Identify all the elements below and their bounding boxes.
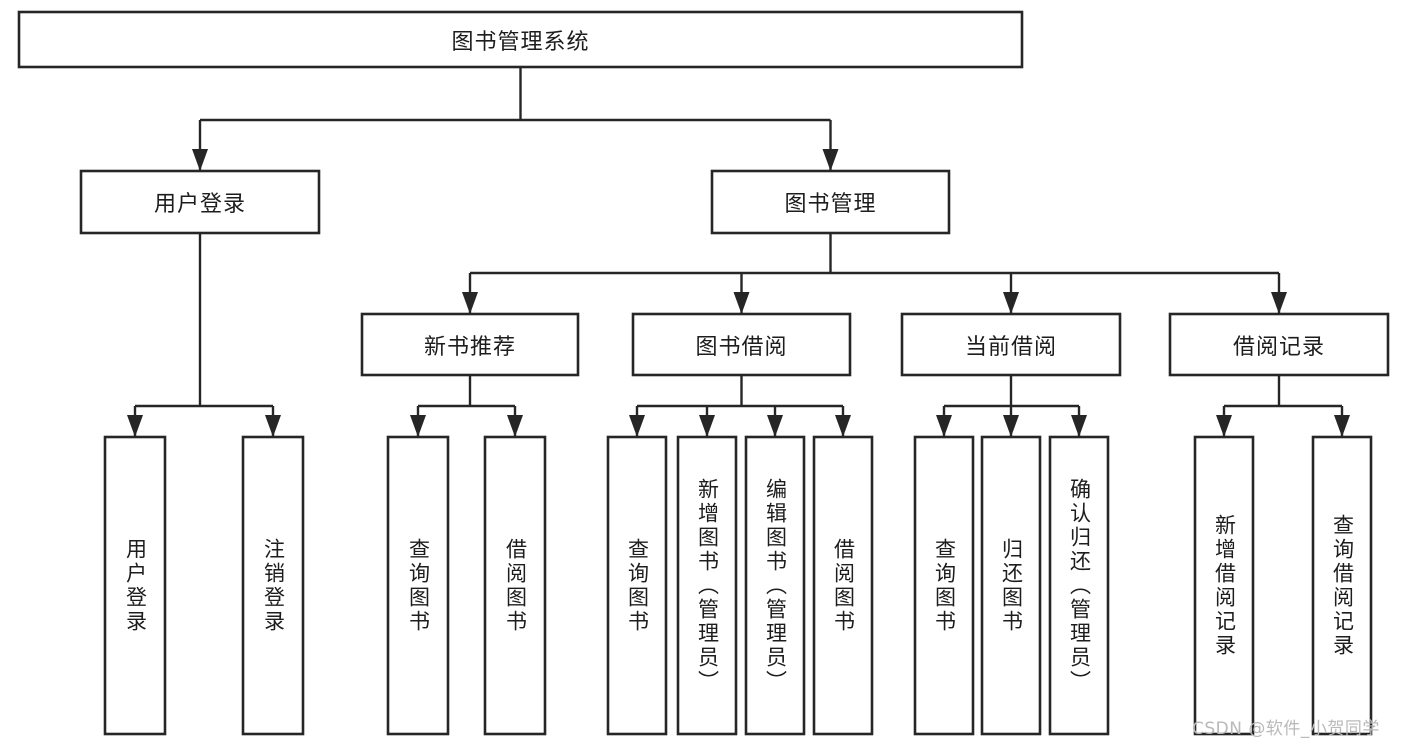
arrow-head-icon-book-borrow-1 <box>699 415 715 437</box>
node-boxes <box>17 10 1390 736</box>
arrow-head-icon-root-0 <box>192 149 208 171</box>
arrow-head-icon-root-1 <box>822 149 839 171</box>
arrow-head-icon-borrow-record-1 <box>1334 415 1350 437</box>
arrow-head-icon-book-manage-1 <box>733 292 750 314</box>
node-box-current-borrow[interactable] <box>900 312 1122 377</box>
arrow-head-icon-new-book-recommend-1 <box>507 415 523 437</box>
arrow-head-icon-book-manage-2 <box>1003 292 1019 314</box>
node-box-leaf-query-book-1[interactable] <box>386 435 450 736</box>
arrow-head-icon-book-manage-0 <box>462 292 478 314</box>
arrow-head-icon-current-borrow-2 <box>1071 415 1087 437</box>
node-box-root[interactable] <box>17 10 1024 69</box>
node-box-leaf-query-record[interactable] <box>1311 435 1373 736</box>
arrow-head-icon-book-borrow-2 <box>767 415 783 437</box>
arrow-head-icon-book-borrow-0 <box>629 415 645 437</box>
arrow-head-icon-current-borrow-1 <box>1003 415 1019 437</box>
node-box-book-manage[interactable] <box>710 169 951 235</box>
node-box-leaf-add-book[interactable] <box>676 435 738 736</box>
node-box-leaf-query-book-2[interactable] <box>606 435 668 736</box>
arrow-head-icon-current-borrow-0 <box>936 415 952 437</box>
node-box-leaf-query-book-3[interactable] <box>913 435 975 736</box>
arrow-head-icon-borrow-record-0 <box>1216 415 1232 437</box>
node-box-user-login[interactable] <box>79 169 321 235</box>
node-box-leaf-user-login[interactable] <box>103 435 167 736</box>
node-box-leaf-borrow-book-1[interactable] <box>483 435 547 736</box>
node-box-leaf-borrow-book-2[interactable] <box>812 435 874 736</box>
node-box-leaf-logout-login[interactable] <box>241 435 305 736</box>
node-box-leaf-add-record[interactable] <box>1193 435 1255 736</box>
node-box-borrow-record[interactable] <box>1168 312 1390 377</box>
node-box-book-borrow[interactable] <box>631 312 852 377</box>
node-box-leaf-confirm-return[interactable] <box>1048 435 1110 736</box>
arrow-head-icon-book-manage-3 <box>1271 292 1287 314</box>
node-box-leaf-edit-book[interactable] <box>744 435 806 736</box>
node-box-leaf-return-book[interactable] <box>980 435 1042 736</box>
node-box-new-book-recommend[interactable] <box>360 312 580 377</box>
arrow-head-icon-user-login-0 <box>127 415 143 437</box>
arrow-head-icon-book-borrow-3 <box>835 415 851 437</box>
arrow-head-icon-new-book-recommend-0 <box>410 415 426 437</box>
connector-lines <box>127 67 1350 437</box>
arrow-head-icon-user-login-1 <box>265 415 281 437</box>
